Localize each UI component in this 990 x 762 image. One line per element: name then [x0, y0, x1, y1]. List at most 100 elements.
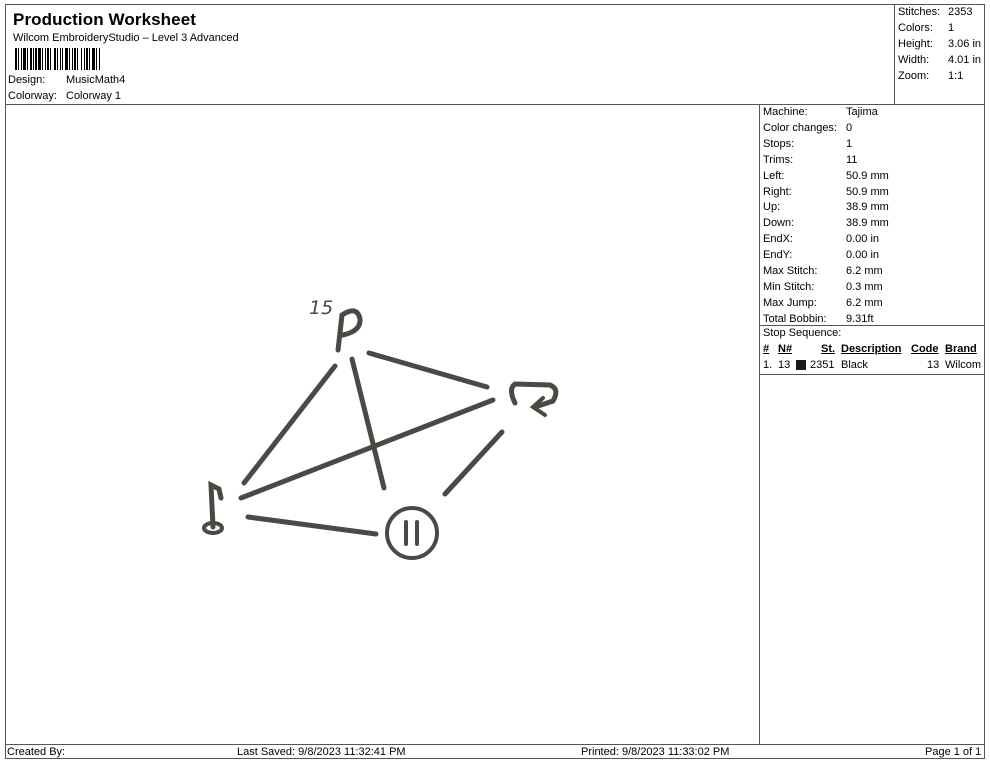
info-label: EndY: — [763, 249, 793, 262]
design-value: MusicMath4 — [66, 74, 126, 86]
machine-info-row: EndX: 0.00 in — [763, 233, 879, 246]
height-label: Height: — [898, 38, 933, 50]
colors-value: 1 — [948, 22, 955, 34]
info-label: Max Stitch: — [763, 265, 818, 277]
note-stem — [208, 480, 224, 530]
info-value: 50.9 mm — [846, 169, 889, 182]
zoom-label: Zoom: — [898, 70, 930, 82]
worksheet-header: Production Worksheet Wilcom EmbroiderySt… — [5, 4, 895, 105]
height-row: Height: 3.06 in — [898, 38, 981, 50]
stitches-row: Stitches: 2353 — [898, 6, 972, 18]
stop-sequence-label: Stop Sequence: — [763, 327, 842, 339]
col-description: Description — [841, 343, 902, 355]
created-by: Created By: — [7, 746, 66, 758]
info-value: 0.00 in — [846, 249, 880, 262]
machine-info-row: Machine: Tajima — [763, 106, 878, 118]
design-field: Design: MusicMath4 — [8, 74, 125, 86]
info-value: 6.2 mm — [846, 265, 883, 277]
row-needle: 13 — [778, 359, 791, 371]
last-saved: Last Saved: 9/8/2023 11:32:41 PM — [237, 746, 406, 758]
col-code: Code — [911, 343, 939, 355]
row-num: 1. — [763, 359, 773, 371]
colorway-field: Colorway: Colorway 1 — [8, 90, 121, 102]
info-label: Min Stitch: — [763, 280, 815, 293]
stitch-line — [238, 397, 496, 501]
stitch-line — [241, 363, 338, 486]
info-label: Left: — [763, 169, 785, 182]
stitches-label: Stitches: — [898, 6, 941, 18]
embroidery-design: 15 — [202, 297, 559, 560]
info-value: 50.9 mm — [846, 185, 889, 198]
machine-info-row: Up: 38.9 mm — [763, 201, 889, 214]
p-letter — [335, 308, 363, 353]
stitch-line — [366, 350, 490, 390]
width-value: 4.01 in — [948, 54, 982, 66]
info-label: Up: — [763, 201, 781, 214]
stitches-value: 2353 — [948, 6, 973, 18]
info-label: Color changes: — [763, 121, 837, 134]
machine-info-row: Max Stitch: 6.2 mm — [763, 265, 883, 277]
info-label: Stops: — [763, 137, 795, 150]
row-description: Black — [841, 359, 868, 371]
machine-info-row: Trims: 11 — [763, 153, 857, 166]
machine-info-row: Total Bobbin: 9.31ft — [763, 312, 874, 325]
machine-info-row: EndY: 0.00 in — [763, 249, 879, 262]
divider — [760, 374, 985, 375]
info-label: Total Bobbin: — [763, 312, 827, 325]
info-value: 9.31ft — [846, 312, 874, 325]
info-value: 0.3 mm — [846, 280, 883, 293]
stitch-line — [442, 429, 505, 497]
summary-panel: Stitches: 2353 Colors: 1 Height: 3.06 in… — [895, 4, 985, 105]
info-label: Machine: — [763, 106, 808, 118]
info-label: Trims: — [763, 153, 794, 166]
machine-info-row: Stops: 1 — [763, 137, 852, 150]
machine-info-row: Color changes: 0 — [763, 121, 852, 134]
colors-row: Colors: 1 — [898, 22, 954, 34]
info-label: EndX: — [763, 233, 793, 246]
machine-info-row: Down: 38.9 mm — [763, 217, 889, 230]
page-title: Production Worksheet — [13, 10, 197, 29]
barcode-image — [15, 48, 100, 70]
info-value: Tajima — [846, 106, 878, 118]
number-15-label: 15 — [309, 297, 333, 319]
info-label: Max Jump: — [763, 296, 817, 309]
worksheet-footer: Created By: Last Saved: 9/8/2023 11:32:4… — [5, 744, 985, 759]
design-preview: 15 — [5, 105, 760, 744]
info-value: 0.00 in — [846, 233, 880, 246]
row-brand: Wilcom — [945, 359, 982, 371]
row-stitches: 2351 — [810, 359, 835, 371]
machine-info-row: Right: 50.9 mm — [763, 185, 889, 198]
zoom-value: 1:1 — [948, 70, 964, 82]
colorway-value: Colorway 1 — [66, 90, 122, 102]
width-row: Width: 4.01 in — [898, 54, 981, 66]
zoom-row: Zoom: 1:1 — [898, 70, 963, 82]
height-value: 3.06 in — [948, 38, 982, 50]
col-needle: N# — [778, 343, 793, 355]
info-value: 1 — [846, 137, 853, 150]
info-value: 11 — [846, 153, 858, 166]
col-brand: Brand — [945, 343, 977, 355]
info-value: 38.9 mm — [846, 217, 889, 230]
repeat-arrow — [529, 396, 547, 417]
software-name: Wilcom EmbroideryStudio – Level 3 Advanc… — [13, 32, 239, 44]
info-value: 0 — [846, 121, 853, 134]
pause-circle — [385, 506, 439, 560]
info-label: Right: — [763, 185, 792, 198]
stitch-line — [349, 356, 387, 491]
printed-date: Printed: 9/8/2023 11:33:02 PM — [581, 746, 730, 758]
col-num: # — [763, 343, 770, 355]
info-value: 38.9 mm — [846, 201, 889, 214]
design-label: Design: — [8, 74, 46, 86]
stitch-line — [245, 514, 379, 537]
divider — [760, 325, 985, 326]
note-head — [202, 521, 224, 535]
repeat-symbol — [509, 381, 559, 410]
info-value: 6.2 mm — [846, 296, 883, 309]
color-swatch — [796, 360, 806, 370]
info-label: Down: — [763, 217, 795, 230]
colorway-label: Colorway: — [8, 90, 57, 102]
col-stitches: St. — [821, 343, 836, 355]
page-number: Page 1 of 1 — [925, 746, 982, 758]
machine-info-row: Max Jump: 6.2 mm — [763, 296, 883, 309]
